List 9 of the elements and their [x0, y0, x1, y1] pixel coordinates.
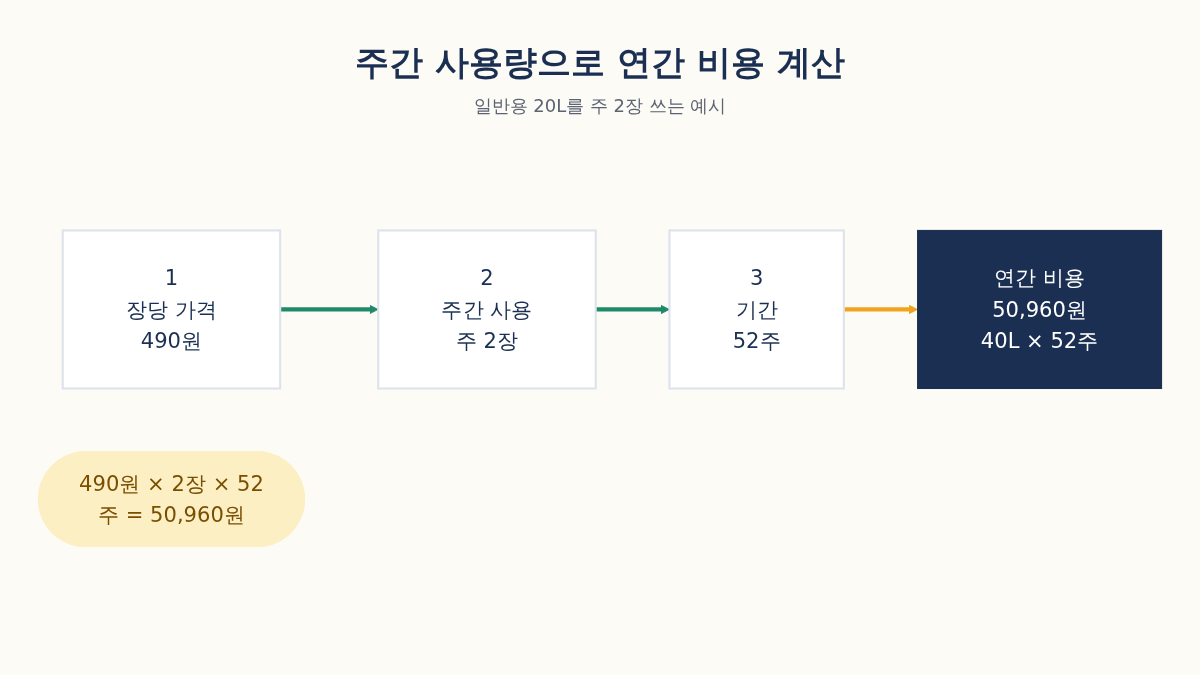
arrow	[280, 304, 379, 314]
arrow	[843, 304, 918, 314]
title: 주간 사용량으로 연간 비용 계산	[354, 41, 846, 84]
node-box: 2 주간 사용 주 2장	[377, 228, 597, 390]
node-box: 1 장당 가격 490원	[61, 228, 282, 390]
node-box: 3 기간 52주	[668, 228, 845, 390]
subtitle: 일반용 20L를 주 2장 쓰는 예시	[473, 94, 727, 118]
node-box: 연간 비용 50,960원 40L × 52주	[917, 229, 1163, 389]
arrow	[595, 304, 670, 314]
